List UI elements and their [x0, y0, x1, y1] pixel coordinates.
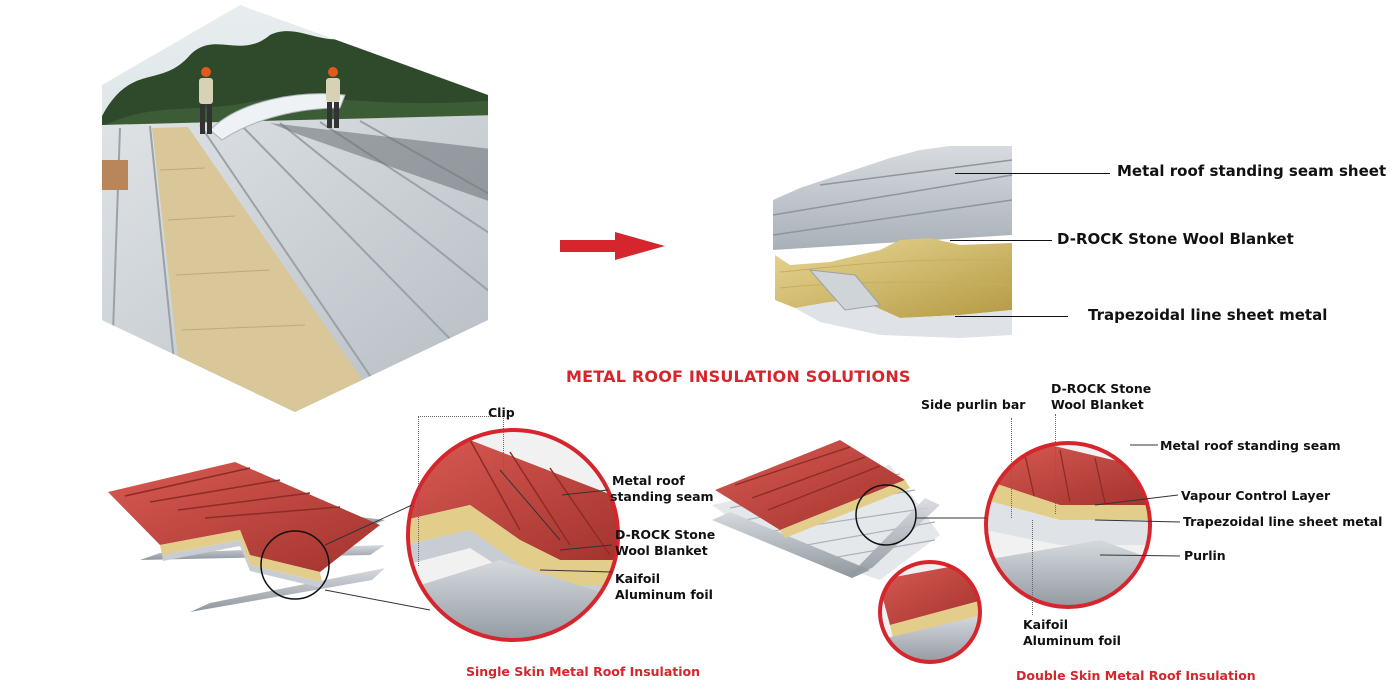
label-foil-line2: Aluminum foil: [1023, 633, 1121, 648]
clip-leader: [503, 416, 504, 471]
label-wool-line2: Wool Blanket: [615, 543, 708, 558]
purlin-bar-leader: [1011, 418, 1012, 518]
label-wool-line1: D-ROCK Stone: [1051, 381, 1152, 396]
label-vapour-control-layer: Vapour Control Layer: [1181, 488, 1331, 503]
label-metal-roof-standing-seam: Metal roof standing seam: [1160, 438, 1341, 453]
label-purlin: Purlin: [1184, 548, 1226, 563]
leader-line: [955, 316, 1068, 317]
clip-leader: [418, 416, 419, 566]
label-metal-roof-line2: standing seam: [610, 489, 714, 504]
label-foil-line1: Kaifoil: [1023, 617, 1069, 632]
label-trapezoidal-line-sheet-metal: Trapezoidal line sheet metal: [1088, 306, 1328, 324]
caption-single-skin: Single Skin Metal Roof Insulation: [466, 664, 701, 679]
label-wool-line1: D-ROCK Stone: [615, 527, 716, 542]
label-clip: Clip: [488, 405, 515, 420]
label-wool-line2: Wool Blanket: [1051, 397, 1144, 412]
foil-leader: [1032, 520, 1033, 615]
section-title: METAL ROOF INSULATION SOLUTIONS: [566, 367, 911, 386]
label-foil-line1: Kaifoil: [615, 571, 661, 586]
label-d-rock-stone-wool-blanket: D-ROCK Stone Wool Blanket: [1057, 230, 1294, 248]
label-metal-roof-line1: Metal roof: [612, 473, 685, 488]
wool-leader: [1055, 414, 1056, 514]
label-metal-roof-standing-seam-sheet: Metal roof standing seam sheet: [1117, 162, 1387, 180]
label-foil-line2: Aluminum foil: [615, 587, 713, 602]
label-side-purlin-bar: Side purlin bar: [921, 397, 1026, 412]
caption-double-skin: Double Skin Metal Roof Insulation: [1016, 668, 1256, 683]
leader-line: [955, 173, 1110, 174]
leader-line: [950, 240, 1052, 241]
clip-leader: [418, 416, 503, 417]
label-trapezoidal-line-sheet-metal: Trapezoidal line sheet metal: [1183, 514, 1383, 529]
